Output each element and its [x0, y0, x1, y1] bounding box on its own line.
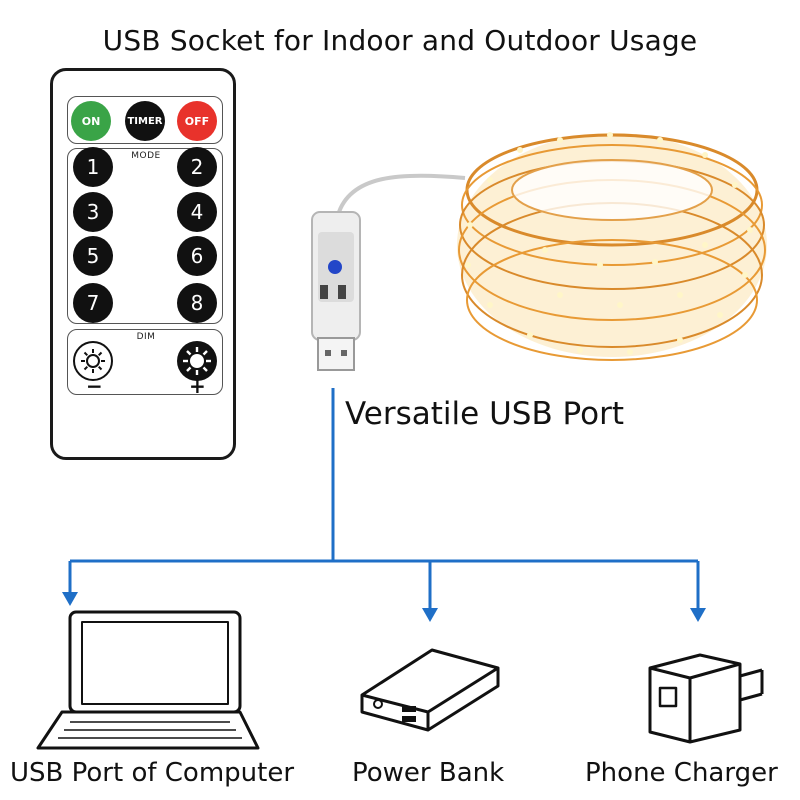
off-button: OFF: [177, 101, 217, 141]
mode-button-3: 3: [73, 192, 113, 232]
dim-up-icon: [177, 341, 217, 381]
laptop-icon: [36, 610, 260, 750]
remote-top-panel: [67, 96, 223, 144]
mode-label: MODE: [131, 151, 161, 161]
remote-dim-panel: [67, 329, 223, 395]
connector-lines: [68, 388, 700, 608]
timer-button: TIMER: [125, 101, 165, 141]
mode-button-6: 6: [177, 236, 217, 276]
device-label-phone-charger: Phone Charger: [585, 758, 778, 788]
remote-control: ON TIMER OFF MODE 1 2 3 4 5 6 7 8 DIM: [50, 68, 236, 460]
connector-arrows: [62, 592, 706, 622]
mode-button-2: 2: [177, 147, 217, 187]
phone-charger-icon: [648, 653, 764, 744]
mode-button-7: 7: [73, 283, 113, 323]
dim-label: DIM: [136, 332, 156, 342]
dim-down-icon: [73, 341, 113, 381]
on-button: ON: [71, 101, 111, 141]
usb-plug-icon: [311, 211, 361, 371]
device-label-computer: USB Port of Computer: [10, 758, 295, 788]
remote-mode-panel: [67, 148, 223, 324]
mode-button-4: 4: [177, 192, 217, 232]
mode-button-8: 8: [177, 283, 217, 323]
device-label-power-bank: Power Bank: [352, 758, 505, 788]
mode-button-5: 5: [73, 236, 113, 276]
usb-port-label: Versatile USB Port: [345, 396, 625, 432]
led-string-lights-icon: [457, 132, 767, 361]
dim-plus-label: +: [189, 374, 206, 398]
power-bank-icon: [360, 648, 500, 732]
dim-minus-label: −: [86, 374, 103, 398]
mode-button-1: 1: [73, 147, 113, 187]
page-title: USB Socket for Indoor and Outdoor Usage: [102, 24, 698, 57]
